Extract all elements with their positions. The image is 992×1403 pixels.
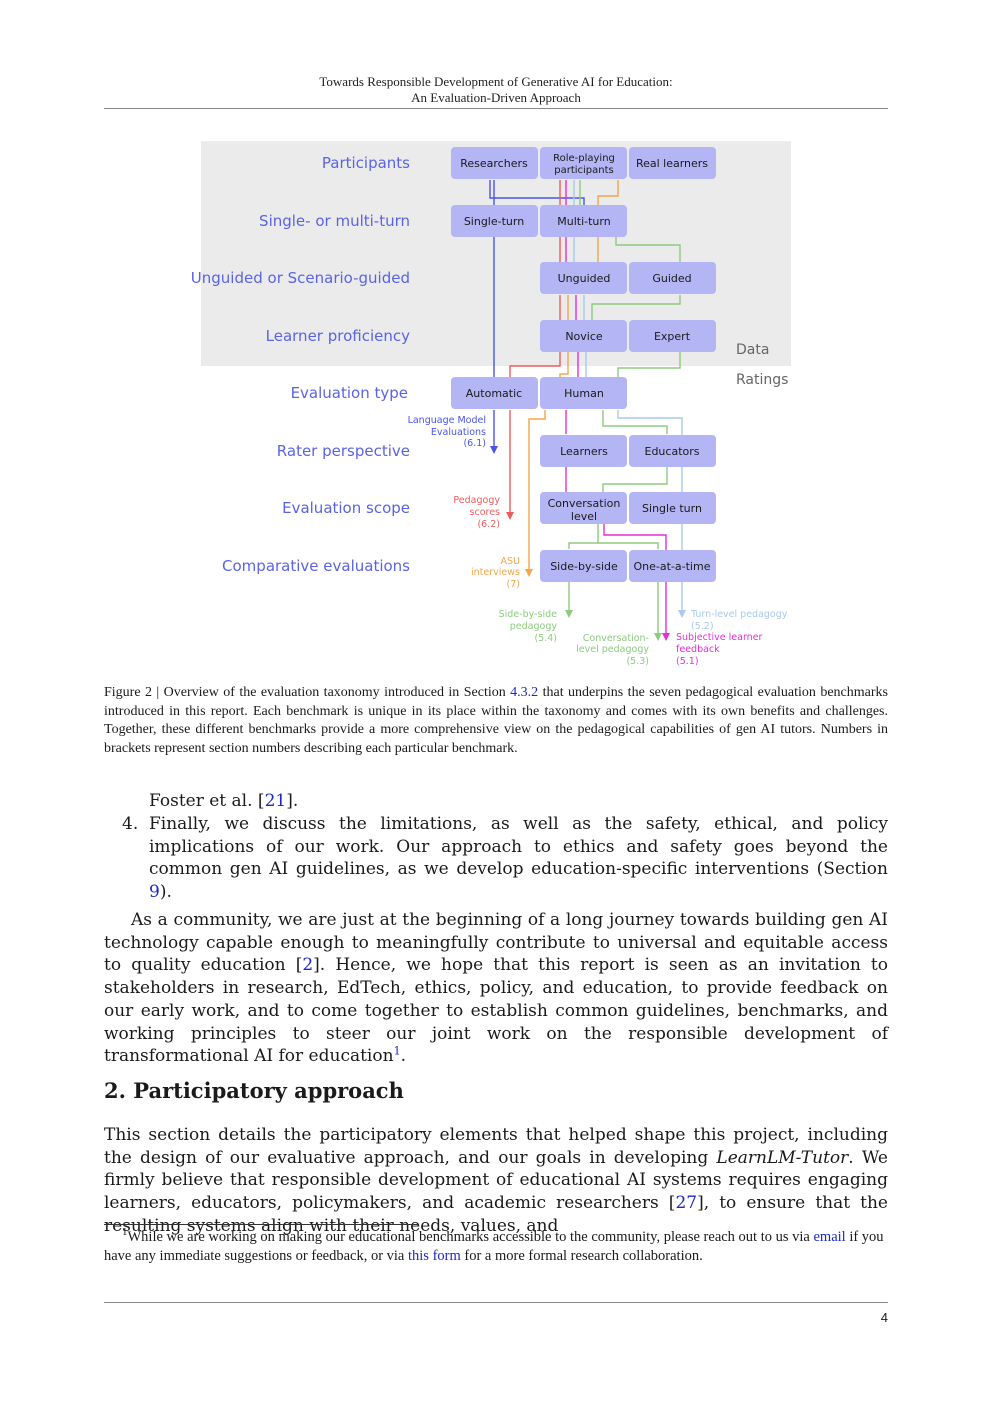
row-label-proficiency: Learner proficiency — [266, 327, 410, 345]
section-heading: 2. Participatory approach — [104, 1078, 404, 1103]
citation-link[interactable]: 27 — [675, 1193, 698, 1214]
arrow-head — [506, 512, 514, 520]
box-label: Unguided — [558, 272, 611, 285]
row-label-turns: Single- or multi-turn — [259, 212, 410, 230]
box-novice — [540, 320, 627, 352]
box-automatic — [451, 377, 538, 409]
row-label-guidance: Unguided or Scenario-guided — [191, 269, 410, 287]
endpoint-conversation-level: level pedagogy — [576, 644, 649, 655]
box-label: Single-turn — [464, 215, 524, 228]
endpoint-conversation-level: Conversation- — [583, 633, 649, 644]
endpoint-pedagogy-scores: (6.2) — [477, 519, 500, 530]
page-number: 4 — [880, 1310, 888, 1325]
box-single-turn — [451, 205, 538, 237]
running-header-line2: An Evaluation-Driven Approach — [411, 90, 581, 105]
box-label: Real learners — [636, 157, 708, 170]
arrow-head — [490, 446, 498, 454]
box-label: Researchers — [460, 157, 528, 170]
citation-link[interactable]: 2 — [302, 955, 314, 976]
side-label-data: Data — [736, 342, 769, 358]
footnote-marker[interactable]: 1 — [393, 1044, 401, 1058]
paragraph: As a community, we are just at the begin… — [104, 910, 888, 1067]
box-label: Role-playing — [553, 153, 615, 164]
paragraph: This section details the participatory e… — [104, 1125, 888, 1236]
endpoint-conversation-level: (5.3) — [626, 656, 649, 667]
box-role-playing — [540, 147, 627, 179]
list-item-number: 4. — [122, 814, 139, 834]
box-label: One-at-a-time — [634, 560, 711, 573]
endpoint-lm-eval: Evaluations — [431, 427, 486, 438]
endpoint-asu-interviews: interviews — [471, 567, 520, 578]
running-header: Towards Responsible Development of Gener… — [104, 74, 888, 106]
list-item-text: Finally, we discuss the limitations, as … — [149, 814, 888, 903]
arrow-head — [565, 610, 573, 618]
section-ref-link[interactable]: 9 — [149, 882, 160, 903]
endpoint-side-by-side: Side-by-side — [499, 609, 558, 620]
endpoint-pedagogy-scores: Pedagogy — [453, 495, 500, 506]
box-single-turn-scope — [629, 492, 716, 524]
citation-link[interactable]: 21 — [264, 791, 287, 811]
footnote: 1While we are working on making our educ… — [104, 1226, 884, 1264]
section-ref-link[interactable]: 4.3.2 — [510, 685, 539, 700]
endpoint-side-by-side: (5.4) — [534, 633, 557, 644]
row-label-evaluation-scope: Evaluation scope — [282, 499, 410, 517]
box-label: Multi-turn — [557, 215, 610, 228]
endpoint-asu-interviews: ASU — [501, 556, 521, 567]
header-rule — [104, 108, 888, 109]
box-researchers — [451, 147, 538, 179]
box-label: level — [571, 510, 597, 523]
box-label: Educators — [645, 445, 700, 458]
endpoint-side-by-side: pedagogy — [510, 621, 558, 632]
footnote-rule — [104, 1224, 418, 1225]
endpoint-asu-interviews: (7) — [507, 579, 520, 590]
arrow-head — [678, 610, 686, 618]
arrow-head — [662, 633, 670, 641]
row-label-rater-perspective: Rater perspective — [277, 442, 410, 460]
box-label: participants — [554, 165, 614, 176]
running-header-line1: Towards Responsible Development of Gener… — [319, 74, 673, 89]
evaluation-taxonomy-figure: Participants Single- or multi-turn Ungui… — [191, 141, 791, 667]
email-link[interactable]: email — [813, 1229, 846, 1245]
box-label: Guided — [652, 272, 691, 285]
row-label-comparative: Comparative evaluations — [222, 557, 410, 575]
footer-rule — [104, 1302, 888, 1303]
box-label: Expert — [654, 330, 691, 343]
box-real-learners — [629, 147, 716, 179]
side-label-ratings: Ratings — [736, 372, 788, 388]
endpoint-pedagogy-scores: scores — [470, 507, 501, 518]
form-link[interactable]: this form — [408, 1247, 461, 1264]
box-label: Conversation — [548, 497, 621, 510]
endpoint-lm-eval: (6.1) — [463, 438, 486, 449]
box-expert — [629, 320, 716, 352]
row-label-participants: Participants — [322, 154, 410, 172]
box-one-at-a-time — [629, 550, 716, 582]
endpoint-subjective-feedback: Subjective learner — [676, 632, 763, 643]
box-side-by-side — [540, 550, 627, 582]
box-label: Human — [564, 387, 604, 400]
row-label-evaluation-type: Evaluation type — [291, 384, 408, 402]
box-label: Side-by-side — [550, 560, 618, 573]
endpoint-subjective-feedback: feedback — [676, 644, 720, 655]
endpoint-subjective-feedback: (5.1) — [676, 656, 699, 667]
arrow-head — [525, 569, 533, 577]
list-continuation: Foster et al. [21]. — [149, 791, 299, 811]
box-unguided — [540, 262, 627, 294]
box-guided — [629, 262, 716, 294]
box-label: Single turn — [642, 502, 702, 515]
box-human — [540, 377, 627, 409]
box-label: Novice — [565, 330, 603, 343]
box-conversation-level — [540, 492, 627, 524]
box-label: Learners — [560, 445, 608, 458]
box-learners — [540, 435, 627, 467]
endpoint-lm-eval: Language Model — [408, 415, 486, 426]
arrow-head — [654, 633, 662, 641]
box-label: Automatic — [466, 387, 522, 400]
box-multi-turn — [540, 205, 627, 237]
endpoint-turn-level: Turn-level pedagogy — [690, 609, 788, 620]
footnote-number: 1 — [122, 1226, 128, 1239]
endpoint-turn-level: (5.2) — [691, 621, 714, 632]
figure-caption: Figure 2 | Overview of the evaluation ta… — [104, 685, 888, 756]
box-educators — [629, 435, 716, 467]
